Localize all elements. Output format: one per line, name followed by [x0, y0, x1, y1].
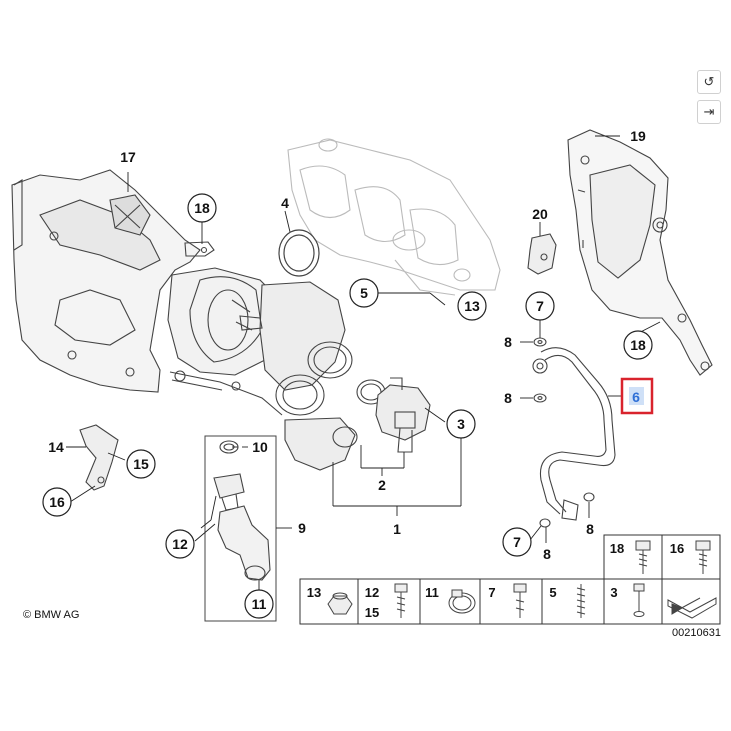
callout-label-11: 11 [252, 596, 267, 612]
bolt-icon [635, 540, 651, 574]
screw-with-washer-icon [633, 583, 645, 617]
bracket-14 [79, 424, 119, 491]
callout-label-10: 10 [252, 439, 268, 455]
callout-8-b: 8 [504, 390, 512, 406]
oil-return-group-box [204, 435, 277, 622]
exhaust-manifold [287, 138, 501, 296]
legend-label-13: 13 [307, 585, 321, 600]
legend-label-5: 5 [549, 585, 556, 600]
callout-11: 11 [244, 589, 274, 619]
callout-20: 20 [532, 206, 548, 222]
callout-label-15: 15 [133, 456, 149, 472]
bolt-icon [394, 583, 408, 618]
callout-16: 16 [42, 487, 72, 517]
legend-cell-7: 7 [488, 583, 527, 618]
bracket-18 [184, 241, 215, 257]
callout-label-5: 5 [360, 285, 368, 301]
legend-cell-11: 11 [425, 585, 476, 614]
callout-10: 10 [252, 439, 268, 455]
hose-clamp-icon [448, 589, 476, 614]
callout-7-top: 7 [525, 291, 555, 321]
callout-15: 15 [126, 449, 156, 479]
callout-18-right: 18 [623, 330, 653, 360]
callout-label-4: 4 [281, 195, 289, 211]
legend-cell-arrow [667, 597, 717, 619]
stud-icon [576, 584, 586, 618]
view-direction-arrow-icon [667, 597, 717, 619]
gasket-and-actuator-3 [356, 377, 431, 453]
legend-label-3: 3 [610, 585, 617, 600]
gasket-4 [278, 229, 320, 277]
callout-label-13: 13 [464, 298, 480, 314]
legend-label-18: 18 [610, 541, 624, 556]
callout-7-bottom: 7 [502, 527, 532, 557]
parts-legend-table [299, 534, 721, 625]
callout-label-12: 12 [172, 536, 188, 552]
callout-6-selected[interactable]: 6 [620, 377, 654, 415]
callout-label-7-bottom: 7 [513, 534, 521, 550]
legend-label-11: 11 [425, 585, 439, 600]
callout-label-8-a: 8 [504, 334, 512, 350]
washers-and-banjo-bolts [533, 337, 595, 528]
callout-label-14: 14 [48, 439, 64, 455]
legend-label-12: 12 [365, 585, 379, 600]
callout-14: 14 [48, 439, 64, 455]
callout-label-18-right: 18 [630, 337, 646, 353]
callout-1: 1 [393, 521, 401, 537]
callout-label-20: 20 [532, 206, 548, 222]
callout-label-19: 19 [630, 128, 646, 144]
callout-label-2: 2 [378, 477, 386, 493]
legend-cell-3: 3 [610, 583, 645, 617]
legend-cell-12-15: 12 15 [365, 583, 408, 620]
arrow-right-to-bar-icon: ⇥ [703, 104, 715, 119]
bolt-icon [695, 540, 711, 574]
callout-13: 13 [457, 291, 487, 321]
legend-cell-13: 13 [307, 585, 353, 615]
callout-label-8-b: 8 [504, 390, 512, 406]
callout-8-a: 8 [504, 334, 512, 350]
legend-label-7: 7 [488, 585, 495, 600]
bracket-20 [527, 233, 557, 275]
leader-lines [66, 135, 661, 592]
nut-icon [327, 592, 353, 615]
turbocharger [167, 267, 358, 471]
legend-label-16: 16 [670, 541, 684, 556]
legend-label-15: 15 [365, 605, 379, 620]
rotate-ccw-icon: ↺ [703, 74, 715, 89]
oil-feed-line-6 [532, 347, 616, 521]
callout-17: 17 [120, 149, 136, 165]
drawing-number: 00210631 [672, 627, 721, 639]
callout-label-6: 6 [632, 389, 640, 405]
legend-cell-16: 16 [670, 540, 711, 574]
callout-label-17: 17 [120, 149, 136, 165]
callout-19: 19 [630, 128, 646, 144]
callout-label-9: 9 [298, 520, 306, 536]
copyright-label: © BMW AG [23, 609, 80, 621]
callout-8-d: 8 [586, 521, 594, 537]
callout-18-top: 18 [187, 193, 217, 223]
callout-label-8-c: 8 [543, 546, 551, 562]
callout-label-3: 3 [457, 416, 465, 432]
legend-cell-5: 5 [549, 584, 586, 618]
callout-5: 5 [349, 278, 379, 308]
heat-shield-17 [11, 169, 201, 393]
callout-8-c: 8 [543, 546, 551, 562]
legend-cell-18: 18 [610, 540, 651, 574]
callout-label-8-d: 8 [586, 521, 594, 537]
callout-2: 2 [378, 477, 386, 493]
callout-label-1: 1 [393, 521, 401, 537]
callout-label-16: 16 [49, 494, 65, 510]
rotate-button[interactable]: ↺ [697, 70, 721, 94]
callout-12: 12 [165, 529, 195, 559]
support-bracket-19 [567, 129, 713, 376]
callout-3: 3 [446, 409, 476, 439]
banjo-bolt-icon [513, 583, 527, 618]
callout-9: 9 [298, 520, 306, 536]
callout-label-7-top: 7 [536, 298, 544, 314]
collapse-panel-button[interactable]: ⇥ [697, 100, 721, 124]
callout-label-18-top: 18 [194, 200, 210, 216]
callout-4: 4 [281, 195, 289, 211]
oil-return-pipe [213, 440, 271, 581]
